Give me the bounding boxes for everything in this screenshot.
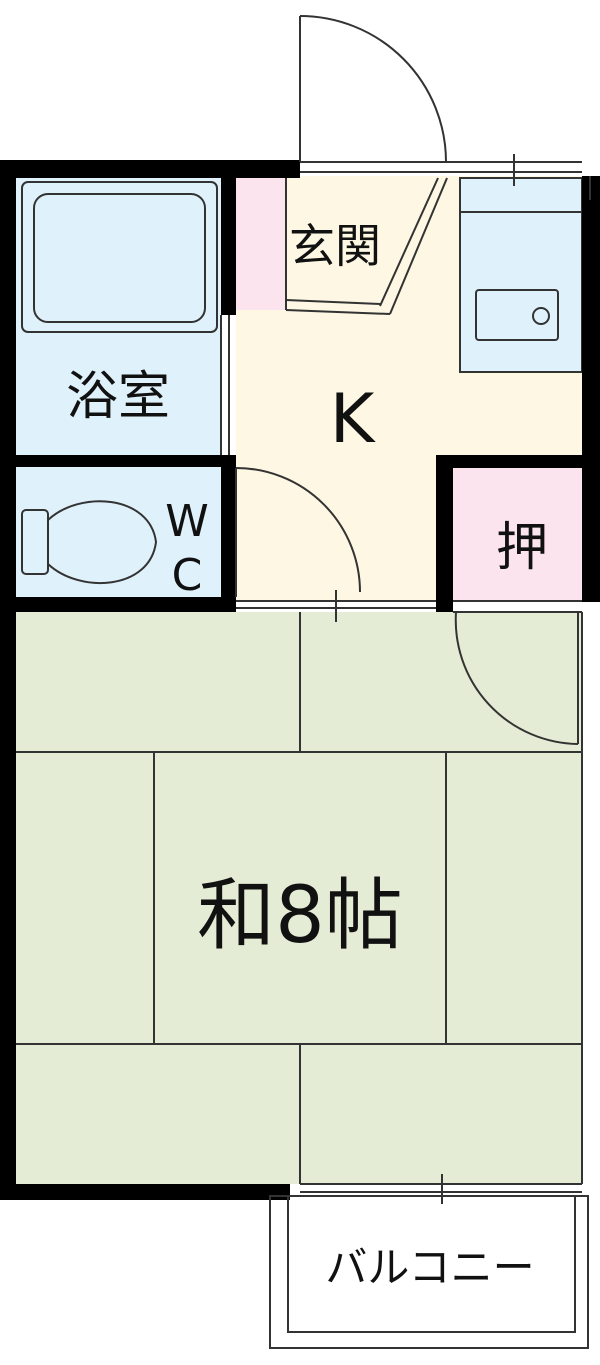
balcony-rail xyxy=(269,1195,589,1349)
walls xyxy=(0,160,600,1200)
balcony-floor xyxy=(288,1196,575,1351)
toilet-fixture xyxy=(21,500,158,584)
thin-partitions xyxy=(220,154,591,1204)
closet-door xyxy=(454,611,579,745)
closet-floor xyxy=(453,468,582,601)
toilet-floor xyxy=(16,467,221,597)
entrance-door xyxy=(299,15,447,163)
bath-label: 浴室 xyxy=(66,367,170,427)
genkan-step xyxy=(285,176,448,315)
washitsu-label: 和8帖 xyxy=(197,871,403,961)
kitchen-label: K xyxy=(330,380,377,459)
toilet-label-w: W xyxy=(165,496,209,547)
kitchen-counter xyxy=(459,177,583,373)
genkan-floor xyxy=(236,176,286,310)
toilet-door xyxy=(235,467,361,597)
toilet-label-c: C xyxy=(172,550,203,601)
genkan-label: 玄関 xyxy=(289,219,381,273)
balcony-label: バルコニー xyxy=(325,1243,534,1292)
bathtub xyxy=(21,181,218,333)
tatami-lines xyxy=(16,612,582,1184)
bath-floor xyxy=(16,178,221,455)
closet-label: 押 xyxy=(496,518,548,578)
